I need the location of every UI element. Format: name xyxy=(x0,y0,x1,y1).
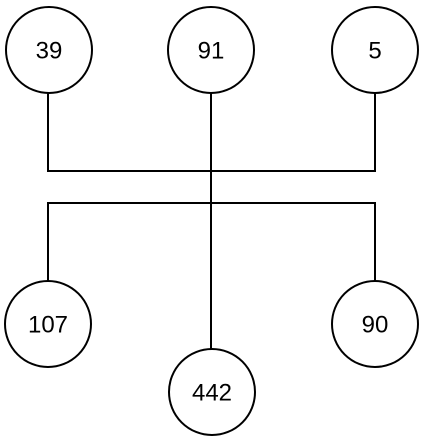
node-bottom-right-label: 90 xyxy=(362,312,389,339)
node-bottom-left-label: 107 xyxy=(28,312,68,339)
node-bottom-right: 90 xyxy=(331,280,419,368)
node-top-right-label: 5 xyxy=(368,38,381,65)
node-bottom-left: 107 xyxy=(4,280,92,368)
node-bottom-center-circle xyxy=(168,348,256,436)
node-top-center-label: 91 xyxy=(198,38,225,65)
node-top-left-label: 39 xyxy=(36,38,63,65)
node-top-right: 5 xyxy=(331,6,419,94)
node-bottom-left-circle xyxy=(4,280,92,368)
node-top-right-circle xyxy=(331,6,419,94)
node-top-center: 91 xyxy=(167,6,255,94)
node-top-left: 39 xyxy=(5,6,93,94)
node-bottom-center-label: 442 xyxy=(192,380,232,407)
node-top-left-circle xyxy=(5,6,93,94)
node-top-center-circle xyxy=(167,6,255,94)
node-bottom-center: 442 xyxy=(168,348,256,436)
node-bottom-right-circle xyxy=(331,280,419,368)
